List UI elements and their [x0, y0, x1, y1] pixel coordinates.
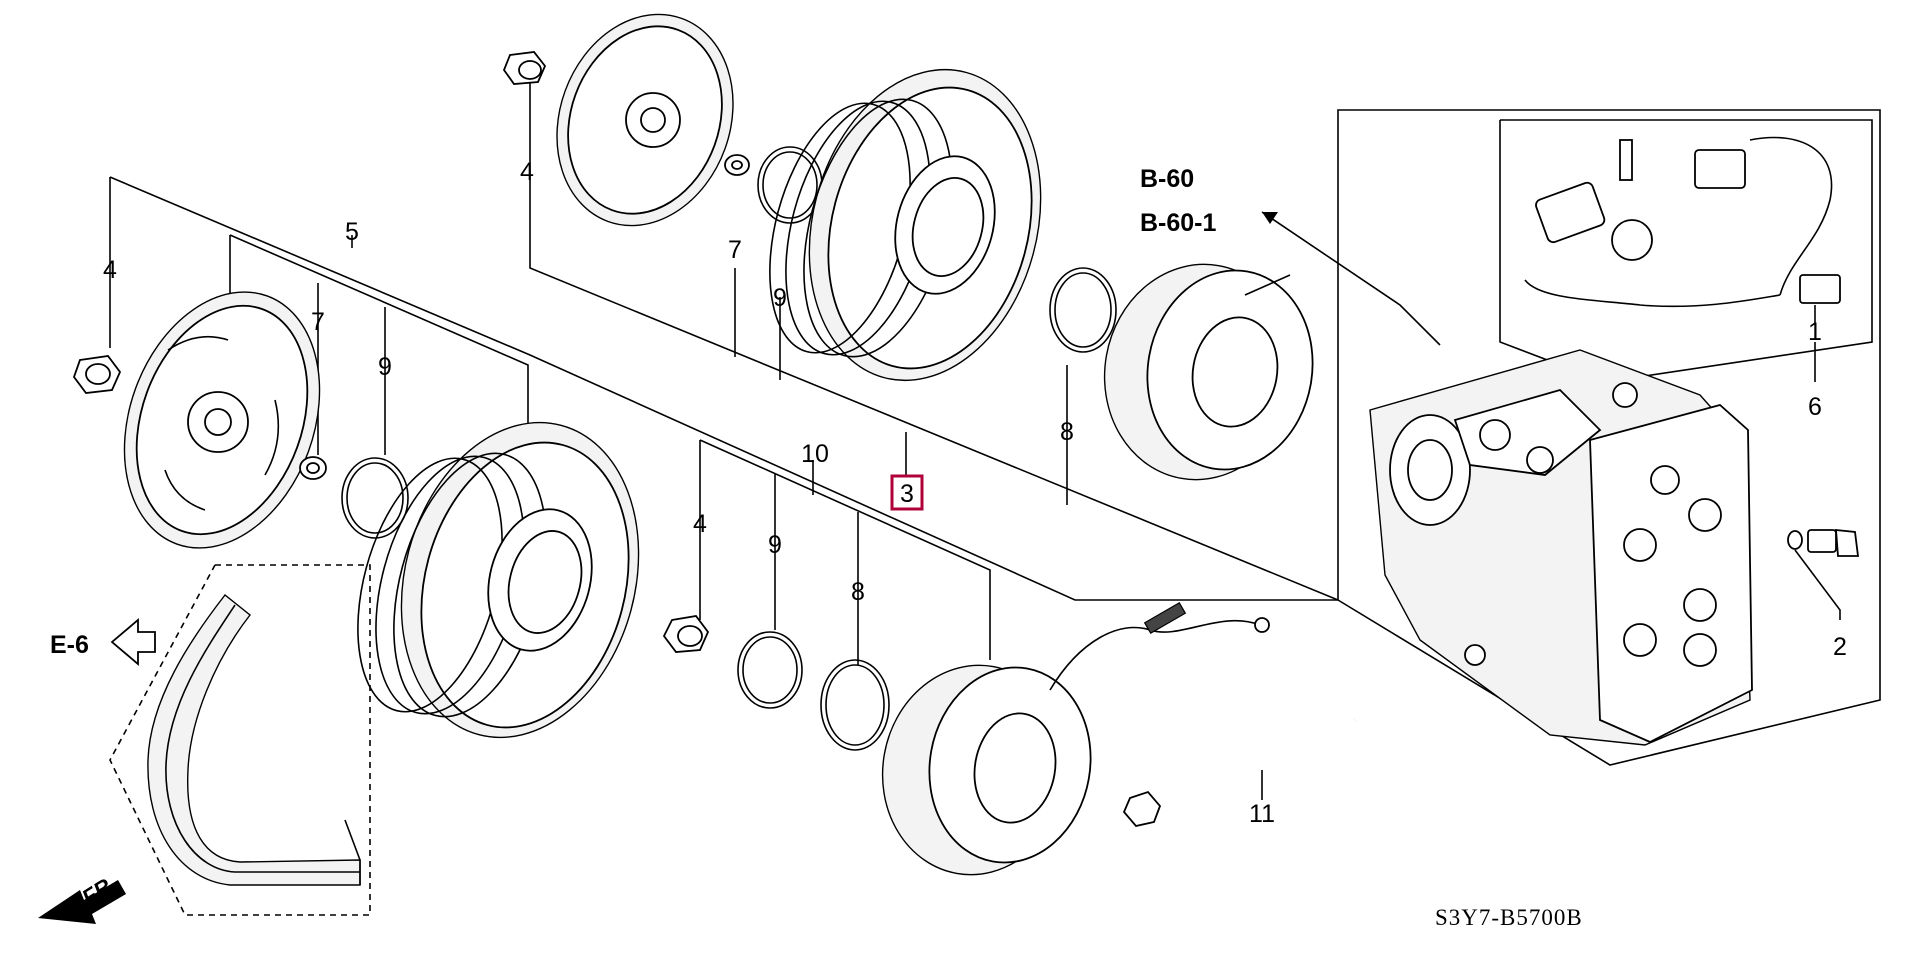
callout-3: 3: [900, 480, 914, 508]
callout-4: 4: [103, 256, 117, 284]
bolt-11: [1122, 718, 1356, 827]
compressor-body: [1369, 349, 1753, 746]
nut-lower: [662, 615, 710, 653]
nut-left: [72, 355, 122, 394]
callout-2: 2: [1833, 633, 1847, 661]
diagram-code: S3Y7-B5700B: [1435, 905, 1583, 930]
ref-e6: E-6: [50, 631, 89, 659]
field-coil-top: [1103, 263, 1314, 481]
callout-8: 8: [1060, 418, 1074, 446]
ref-b60: B-60: [1140, 165, 1194, 193]
snap-ring-9-lower: [737, 631, 803, 709]
pulley-top: [769, 68, 1042, 382]
shim-left: [299, 456, 327, 480]
callout-9: 9: [768, 531, 782, 559]
relief-valve-2: [1787, 528, 1860, 557]
subharness-6: [1524, 136, 1841, 308]
callout-10: 10: [801, 440, 829, 468]
leader-lines: [109, 60, 1881, 800]
callout-8: 8: [851, 578, 865, 606]
callout-1: 1: [1808, 318, 1822, 346]
armature-plate-left: [123, 291, 321, 549]
callout-11: 11: [1249, 800, 1275, 828]
callout-7: 7: [728, 236, 742, 264]
snap-ring-8-lower: [820, 659, 890, 751]
callout-9: 9: [378, 353, 392, 381]
nut-top: [502, 51, 547, 85]
drive-belt: [109, 564, 371, 916]
callout-9: 9: [773, 284, 787, 312]
callout-5: 5: [345, 218, 359, 246]
snap-ring-left: [341, 457, 409, 539]
e6-arrow-icon: [110, 618, 156, 666]
shim-top: [724, 154, 750, 176]
snap-ring-8-top: [1049, 267, 1117, 353]
callout-4: 4: [693, 510, 707, 538]
armature-plate-top: [556, 13, 734, 227]
front-arrow: [38, 880, 126, 924]
callout-7: 7: [311, 308, 325, 336]
ref-b60-1: B-60-1: [1140, 209, 1217, 237]
highlight-box: [890, 474, 924, 511]
callout-6: 6: [1808, 393, 1822, 421]
pulley-left: [357, 421, 640, 739]
field-coil-lower: [881, 601, 1270, 876]
callout-4: 4: [520, 158, 534, 186]
